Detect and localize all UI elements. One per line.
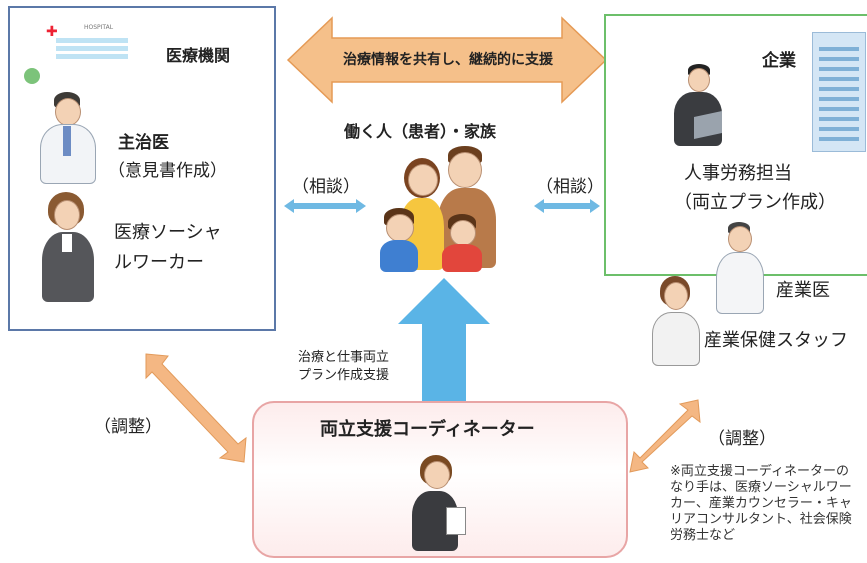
tree-icon	[24, 68, 40, 84]
adjust-left-arrow	[145, 353, 247, 463]
hospital-illustration: ✚ HOSPITAL	[46, 24, 136, 72]
social-worker-label-line1: 医療ソーシャ	[114, 222, 222, 243]
medical-institution-box: ✚ HOSPITAL 医療機関 主治医 （意見書作成） 医療ソーシャ ルワーカー	[8, 6, 276, 331]
doctor-title: 主治医	[118, 133, 169, 153]
adjust-left-label: （調整）	[94, 417, 162, 437]
family-illustration	[378, 142, 514, 274]
consult-right-label: （相談）	[536, 177, 604, 197]
coordinator-title: 両立支援コーディネーター	[320, 419, 535, 440]
medical-title: 医療機関	[166, 46, 231, 65]
banner-label: 治療情報を共有し、継続的に支援	[343, 52, 553, 68]
footnote-line1: ※両立支援コーディネーターの	[670, 464, 849, 479]
plan-support-up-arrow	[398, 278, 490, 404]
occupational-health-staff-illustration	[646, 276, 700, 366]
hr-staff-illustration	[670, 64, 726, 148]
consult-right-arrow	[534, 199, 600, 213]
occupational-doctor-label: 産業医	[776, 280, 830, 301]
consult-left-arrow	[284, 199, 366, 213]
worker-title: 働く人（患者）・家族	[344, 122, 497, 141]
plan-support-text-line2: プラン作成支援	[298, 368, 390, 383]
footnote-line5: 労務士など	[670, 528, 736, 543]
consult-left-label: （相談）	[292, 177, 360, 197]
company-box: 企業 人事労務担当 （両立プラン作成）	[604, 14, 867, 276]
doctor-illustration	[36, 92, 98, 184]
adjust-right-arrow	[629, 399, 701, 473]
building-icon	[812, 32, 866, 152]
social-worker-illustration	[38, 192, 98, 304]
footnote-line3: カー、産業カウンセラー・キャ	[670, 496, 852, 511]
company-title: 企業	[762, 51, 796, 71]
coordinator-box: 両立支援コーディネーター	[252, 401, 628, 558]
social-worker-label-line2: ルワーカー	[114, 252, 204, 273]
hr-label-line2: （両立プラン作成）	[674, 192, 836, 213]
adjust-right-label: （調整）	[708, 429, 776, 449]
hospital-cross-icon: ✚	[46, 24, 58, 40]
coordinator-illustration	[406, 455, 466, 555]
footnote-line4: リアコンサルタント、社会保険	[670, 512, 852, 527]
plan-support-text-line1: 治療と仕事両立	[298, 350, 390, 365]
doctor-subtitle: （意見書作成）	[108, 161, 227, 181]
hospital-sign: HOSPITAL	[84, 24, 114, 31]
occupational-doctor-illustration	[716, 222, 764, 314]
hr-label-line1: 人事労務担当	[684, 163, 792, 184]
occupational-health-staff-label: 産業保健スタッフ	[704, 330, 848, 351]
footnote-line2: なり手は、医療ソーシャルワー	[670, 480, 852, 495]
footnote: ※両立支援コーディネーターの なり手は、医療ソーシャルワー カー、産業カウンセラ…	[670, 464, 867, 544]
